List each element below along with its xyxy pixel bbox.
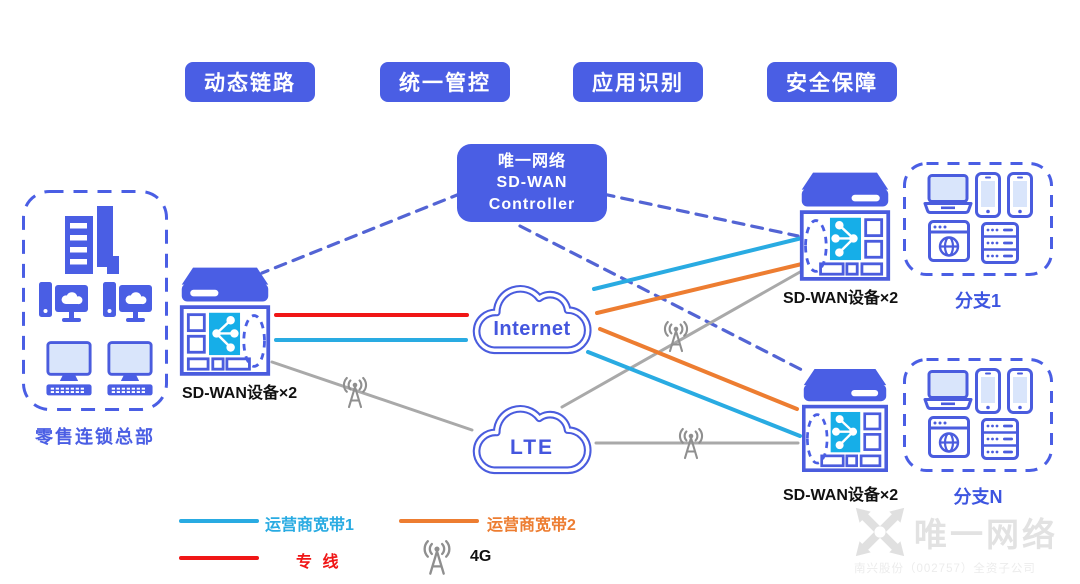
hq-group — [22, 190, 168, 411]
controller-product-line: SD-WAN — [496, 174, 568, 192]
legend-antenna — [423, 540, 451, 575]
sdwan-device-branch1-label: SD-WAN设备×2 — [783, 290, 899, 307]
sdwan-device-branch1-icon — [799, 170, 891, 281]
antenna-left — [342, 376, 368, 409]
broadband2-link-branch1 — [595, 261, 808, 315]
branchN-label: 分支N — [953, 487, 1003, 507]
cloud-terminal-icon — [39, 282, 88, 322]
legend-4g-label: 4G — [470, 548, 492, 565]
desktop-computer-icon — [44, 341, 94, 397]
badge-dynamic-link: 动态链路 — [185, 62, 315, 102]
sdwan-device-hq-label: SD-WAN设备×2 — [182, 385, 298, 402]
smartphone-icon — [1007, 172, 1033, 218]
smartphone-icon — [1007, 368, 1033, 414]
legend-leased-line-label: 专 线 — [296, 554, 342, 571]
watermark-subtitle: 南兴股份（002757）全资子公司 — [854, 563, 1036, 575]
smartphone-icon — [975, 368, 1001, 414]
branch1-group — [903, 162, 1053, 276]
dashed-link-controller-hq-device — [260, 191, 464, 275]
branchN-group — [903, 358, 1053, 472]
watermark: 唯一网络 南兴股份（002757）全资子公司 — [854, 506, 1076, 576]
lte-cloud-label: LTE — [509, 436, 555, 459]
office-building-icon — [65, 206, 119, 274]
broadband1-link-branchN — [586, 350, 802, 438]
hq-dashed-border — [22, 190, 168, 411]
branch1-dashed-border — [903, 162, 1053, 276]
data-links — [270, 235, 808, 445]
4g-antenna-icon — [342, 376, 368, 409]
web-app-icon — [928, 416, 970, 458]
desktop-computer-icon — [105, 341, 155, 397]
cloud-terminal-icon — [103, 282, 152, 322]
mirrored-devices — [799, 170, 891, 473]
legend-samples — [179, 519, 479, 560]
server-stack-icon — [981, 418, 1019, 460]
legend-broadband1-label: 运营商宽带1 — [265, 517, 354, 534]
hq-label: 零售连锁总部 — [35, 427, 155, 447]
smartphone-icon — [975, 172, 1001, 218]
4g-antenna-icon — [423, 540, 451, 575]
laptop-icon — [923, 370, 973, 410]
sdwan-device-hq-icon — [179, 265, 271, 376]
broadband1-link-branch1 — [592, 235, 808, 291]
controller-org-line: 唯一网络 — [497, 152, 566, 170]
legend-broadband2-label: 运营商宽带2 — [487, 517, 576, 534]
sdwan-device-branchN-icon — [801, 367, 889, 473]
laptop-icon — [923, 174, 973, 214]
branch1-label: 分支1 — [954, 291, 1002, 311]
badge-security-assurance: 安全保障 — [767, 62, 897, 102]
badge-unified-management: 统一管控 — [380, 62, 510, 102]
sdwan-controller-node: 唯一网络 SD-WAN Controller — [457, 144, 607, 222]
x-arrows-logo-icon — [854, 506, 906, 558]
broadband2-link-branchN — [598, 327, 799, 411]
watermark-brand: 唯一网络 — [914, 516, 1058, 553]
sdwan-device-branchN-label: SD-WAN设备×2 — [783, 487, 899, 504]
wireless-link-left — [270, 360, 474, 432]
internet-cloud-label: Internet — [493, 318, 571, 340]
badge-app-identification: 应用识别 — [573, 62, 703, 102]
web-app-icon — [928, 220, 970, 262]
controller-role-line: Controller — [488, 195, 576, 213]
wireless-link-branch1 — [560, 270, 802, 409]
branchN-dashed-border — [903, 358, 1053, 472]
server-stack-icon — [981, 222, 1019, 264]
